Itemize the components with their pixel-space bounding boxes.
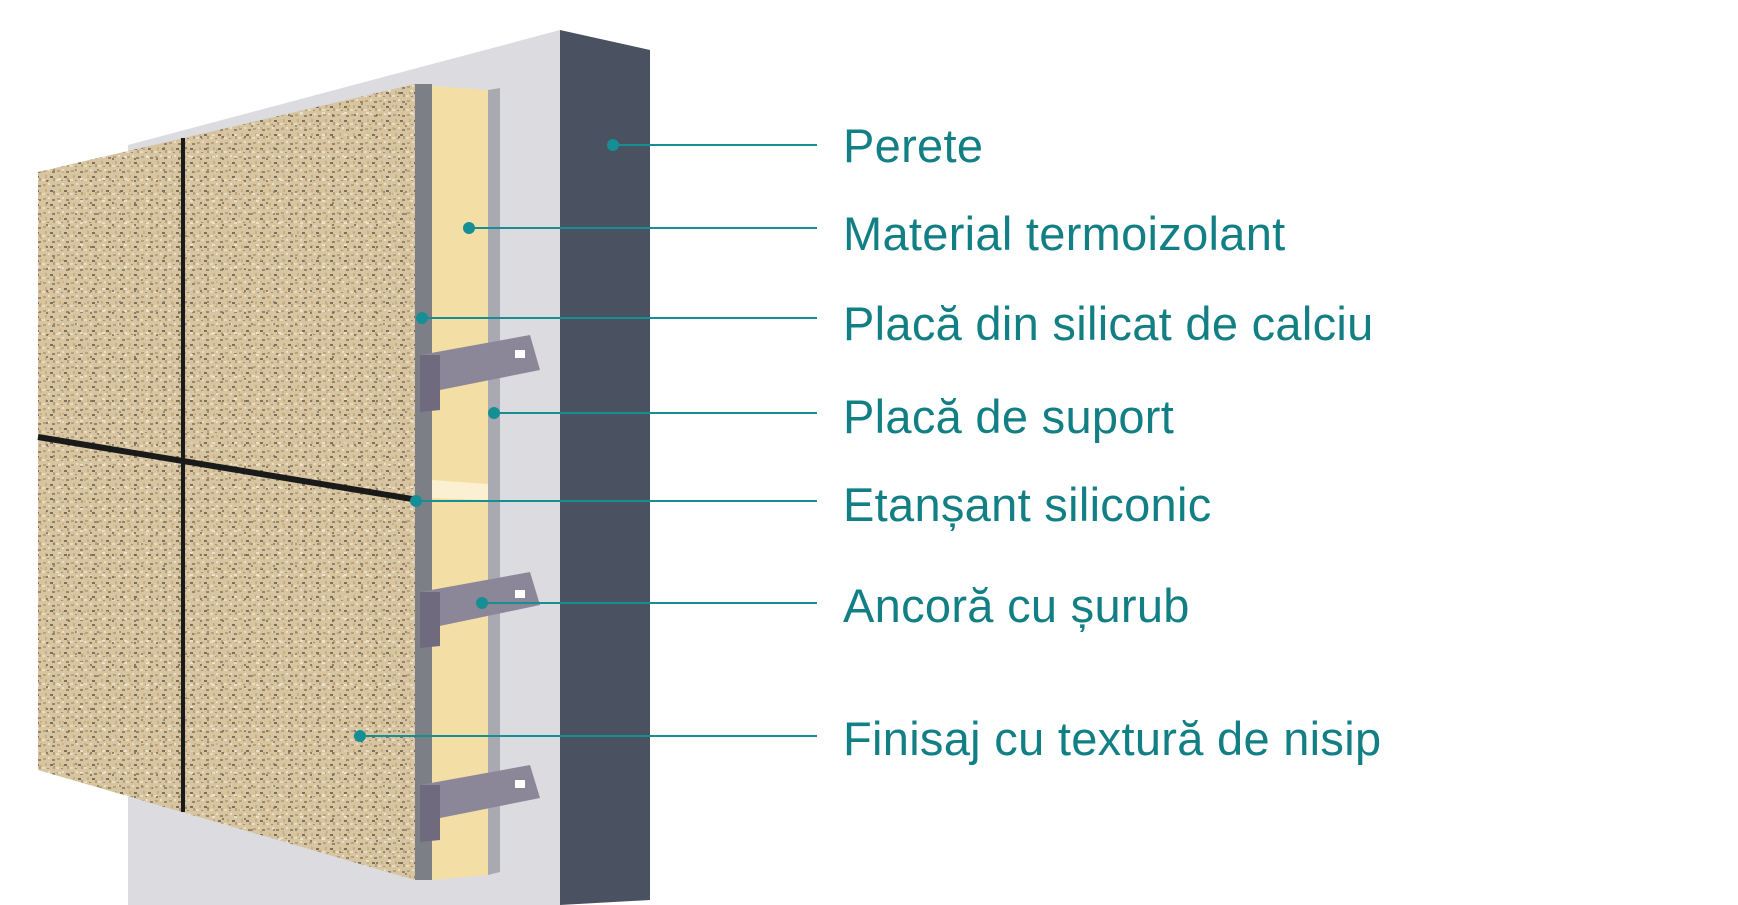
- anchor-bracket-bottom: [420, 765, 540, 842]
- leader-wall: [607, 139, 817, 151]
- panel-joints: [37, 138, 419, 812]
- support-board-layer: [488, 88, 500, 875]
- label-sand-texture-finish: Finisaj cu textură de nisip: [843, 712, 1382, 765]
- wall-edge-face: [560, 30, 650, 905]
- label-wall: Perete: [843, 119, 984, 172]
- label-insulation: Material termoizolant: [843, 207, 1286, 260]
- leader-silicate-board: [416, 312, 817, 324]
- sand-texture-cladding: [38, 84, 415, 880]
- label-silicate-board: Placă din silicat de calciu: [843, 297, 1374, 350]
- insulation-joint-highlight: [432, 480, 488, 500]
- silicate-board-layer: [415, 84, 432, 880]
- label-support-board: Placă de suport: [843, 390, 1175, 443]
- callout-leaders: [354, 139, 817, 742]
- leader-silicone-sealant: [410, 495, 817, 507]
- leader-insulation: [463, 222, 817, 234]
- anchor-bracket-top: [420, 335, 540, 412]
- leader-screw-anchor: [476, 597, 817, 609]
- leader-sand-texture-finish: [354, 730, 817, 742]
- label-screw-anchor: Ancoră cu șurub: [843, 579, 1190, 632]
- label-silicone-sealant: Etanșant siliconic: [843, 478, 1212, 531]
- leader-support-board: [488, 407, 817, 419]
